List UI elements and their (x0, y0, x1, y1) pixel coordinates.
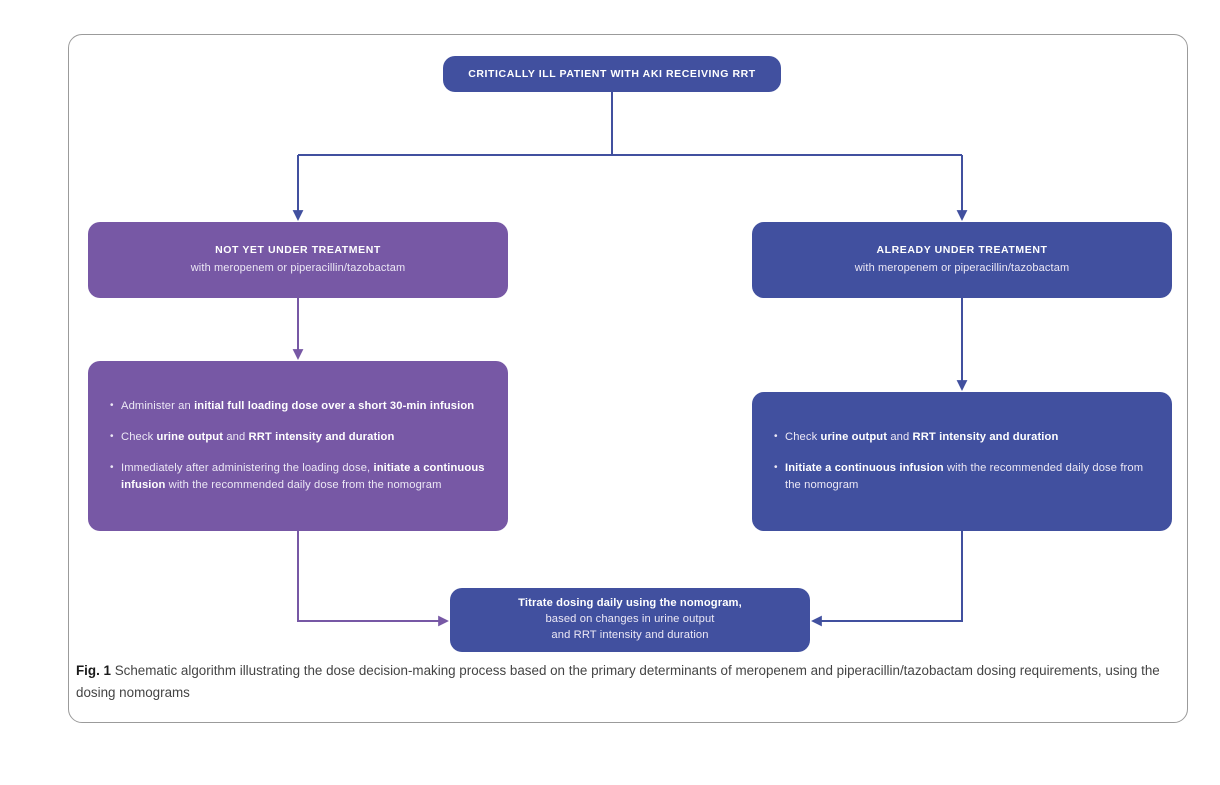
bottom-node-line: and RRT intensity and duration (551, 628, 709, 641)
figure-caption-text: Schematic algorithm illustrating the dos… (76, 663, 1160, 700)
bullet-item: Immediately after administering the load… (110, 460, 486, 494)
node-detail-already-under-treatment[interactable]: Check urine output and RRT intensity and… (752, 392, 1172, 531)
figure-caption-label: Fig. 1 (76, 663, 111, 678)
bullet-list-right: Check urine output and RRT intensity and… (774, 429, 1150, 493)
node-not-yet-under-treatment[interactable]: NOT YET UNDER TREATMENT with meropenem o… (88, 222, 508, 298)
node-detail-not-yet-under-treatment[interactable]: Administer an initial full loading dose … (88, 361, 508, 531)
node-branch-right-title: ALREADY UNDER TREATMENT (876, 244, 1048, 257)
bullet-item: Initiate a continuous infusion with the … (774, 460, 1150, 494)
bottom-node-line: based on changes in urine output (545, 613, 715, 626)
bullet-list-left: Administer an initial full loading dose … (110, 398, 486, 493)
figure-caption: Fig. 1 Schematic algorithm illustrating … (76, 660, 1188, 703)
node-branch-left-subtitle: with meropenem or piperacillin/tazobacta… (190, 262, 406, 275)
bottom-node-lines: Titrate dosing daily using the nomogram,… (468, 596, 792, 644)
bottom-node-line: Titrate dosing daily using the nomogram, (518, 597, 742, 610)
bullet-item: Check urine output and RRT intensity and… (110, 429, 486, 446)
node-branch-right-subtitle: with meropenem or piperacillin/tazobacta… (854, 262, 1070, 275)
node-branch-left-title: NOT YET UNDER TREATMENT (215, 244, 381, 257)
node-root-title: CRITICALLY ILL PATIENT WITH AKI RECEIVIN… (468, 67, 756, 80)
bullet-item: Administer an initial full loading dose … (110, 398, 486, 415)
bullet-item: Check urine output and RRT intensity and… (774, 429, 1150, 446)
node-critically-ill-patient[interactable]: CRITICALLY ILL PATIENT WITH AKI RECEIVIN… (443, 56, 781, 92)
node-titrate-dosing-daily[interactable]: Titrate dosing daily using the nomogram,… (450, 588, 810, 652)
node-already-under-treatment[interactable]: ALREADY UNDER TREATMENT with meropenem o… (752, 222, 1172, 298)
